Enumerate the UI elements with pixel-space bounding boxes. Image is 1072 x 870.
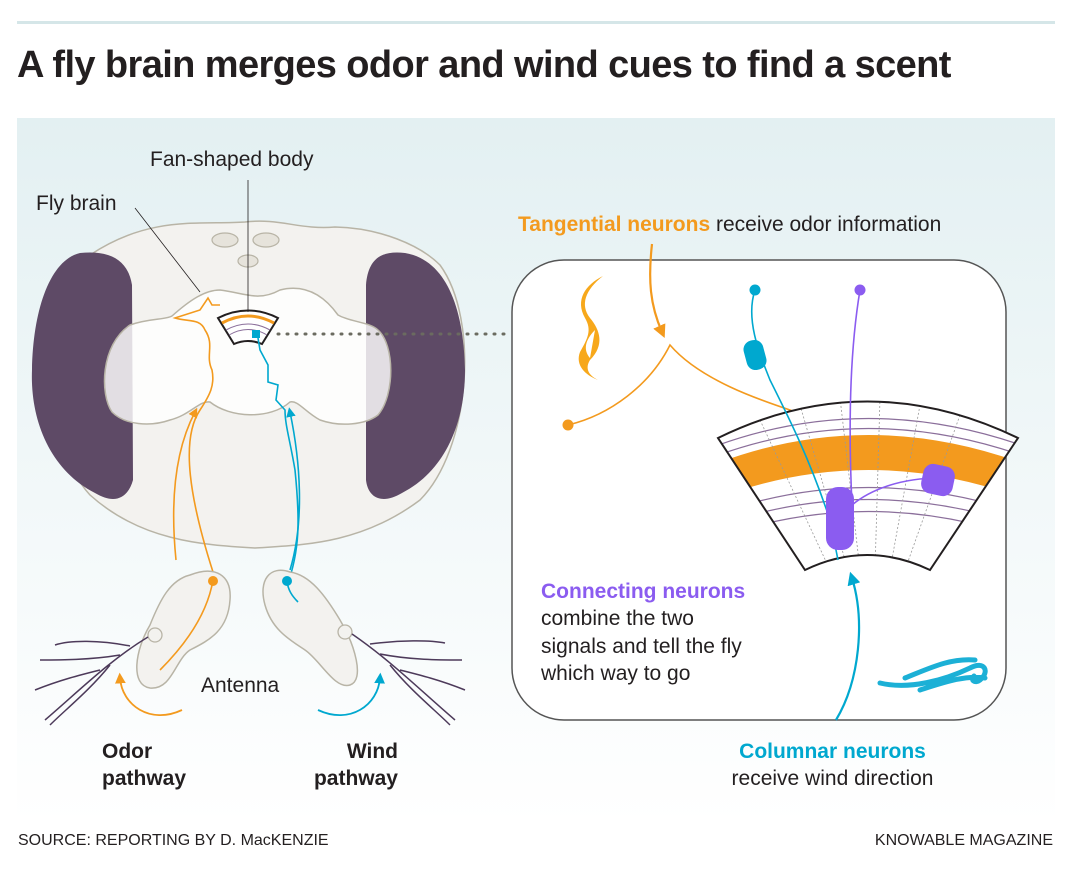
publisher-credit: KNOWABLE MAGAZINE: [874, 832, 1053, 849]
fly-head: [31, 180, 512, 587]
odor-receptor-dot: [208, 576, 218, 586]
columnar-arrow: [835, 571, 861, 721]
page-title: A fly brain merges odor and wind cues to…: [17, 44, 951, 86]
wind-pathway-line2: pathway: [313, 767, 398, 791]
wind-pathway-line1: Wind: [346, 740, 398, 763]
connecting-line2: signals and tell the fly: [541, 634, 742, 658]
eye-right: [366, 252, 465, 499]
connecting-line1: combine the two: [541, 607, 694, 631]
fly-brain-label: Fly brain: [36, 192, 117, 215]
fly-brain-leader: [134, 207, 201, 293]
connecting-neuron: [849, 289, 941, 507]
odor-pathway-label: Odor pathway: [102, 738, 186, 793]
antenna-label: Antenna: [201, 674, 280, 697]
columnar-cell-body: [743, 339, 767, 371]
columnar-neuron: [750, 289, 839, 561]
connecting-highlight: Connecting neurons: [541, 580, 746, 603]
tangential-arrow: [649, 243, 666, 339]
tangential-callout: Tangential neurons receive odor informat…: [518, 211, 941, 238]
wind-arrow: [286, 407, 301, 571]
antenna-left: [136, 570, 231, 689]
odor-wave-icon: [578, 276, 603, 380]
connecting-cell-left: [826, 487, 854, 550]
columnar-rest: receive wind direction: [731, 767, 934, 791]
tangential-rest: receive odor information: [710, 213, 942, 236]
wind-gust-icon: [877, 657, 988, 693]
antennae: [34, 569, 466, 726]
ocellus-right: [252, 232, 280, 248]
wind-pathway-brain: [257, 337, 299, 587]
brain-outline: [103, 287, 392, 425]
odor-flow-arrow: [115, 672, 183, 716]
zoom-box: [511, 243, 1020, 721]
top-rule: [17, 21, 1055, 24]
fan-shaped-body-label: Fan-shaped body: [150, 148, 314, 171]
wind-flow-arrow: [317, 672, 385, 716]
tangential-highlight: Tangential neurons: [518, 213, 711, 236]
odor-pathway-line2: pathway: [102, 767, 187, 791]
connecting-callout: Connecting neurons combine the two signa…: [541, 578, 745, 687]
eye-left: [31, 252, 133, 499]
odor-pathway-brain: [172, 296, 220, 573]
source-credit: SOURCE: REPORTING BY D. MacKENZIE: [18, 832, 329, 849]
connecting-line3: which way to go: [541, 661, 691, 685]
antenna-right: [262, 569, 359, 687]
odor-pathway-line1: Odor: [102, 740, 153, 763]
wind-pathway-label: Wind pathway: [300, 738, 398, 793]
columnar-callout: Columnar neurons receive wind direction: [700, 738, 965, 793]
odor-arrow: [172, 407, 198, 561]
wind-receptor-dot: [282, 576, 292, 586]
connecting-cell-right: [921, 463, 955, 497]
columnar-highlight: Columnar neurons: [739, 740, 926, 763]
ocellus-left: [211, 232, 239, 248]
